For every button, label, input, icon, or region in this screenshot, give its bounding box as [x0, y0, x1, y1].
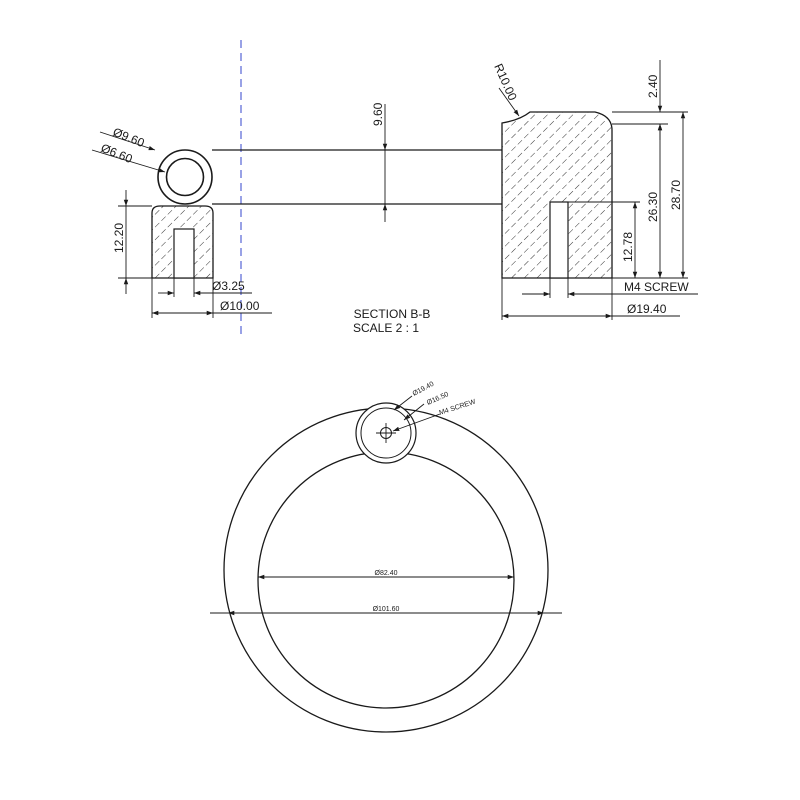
dim-screw: M4 SCREW	[624, 280, 689, 294]
dim-height-26: 26.30	[646, 192, 660, 222]
dim-right-block-width: Ø19.40	[627, 302, 667, 316]
tube-inner-circle	[165, 157, 205, 197]
section-scale: SCALE 2 : 1	[353, 321, 419, 335]
top-view: Ø19.40 Ø16.50 M4 SCREW Ø82.40 Ø101.60	[210, 381, 562, 733]
boss-inner-circle	[360, 407, 412, 459]
section-b-b-view: Ø9.60 Ø6.60 9.60 12.20 Ø3.25 Ø10.00 R10.…	[91, 40, 698, 336]
dim-radius: R10.00	[491, 62, 520, 103]
dim-top-offset: 2.40	[646, 74, 660, 98]
dim-ring-outer: Ø101.60	[373, 606, 400, 613]
dim-boss-outer: Ø19.40	[412, 381, 436, 398]
dim-left-block-width: Ø10.00	[220, 299, 260, 313]
tube-outer-circle	[157, 149, 213, 205]
dim-left-hole: Ø3.25	[212, 279, 245, 293]
dim-top-screw: M4 SCREW	[438, 398, 476, 416]
section-title: SECTION B-B	[354, 307, 431, 321]
dim-left-block-height: 12.20	[112, 223, 126, 253]
dim-tube-height: 9.60	[371, 102, 385, 126]
dim-ring-inner: Ø82.40	[375, 570, 398, 577]
right-block	[501, 111, 613, 279]
dim-boss-inner: Ø16.50	[426, 391, 450, 407]
left-block	[151, 205, 214, 279]
dim-height-28: 28.70	[669, 180, 683, 210]
ring-inner-circle	[257, 451, 515, 709]
dim-hole-depth: 12.78	[621, 232, 635, 262]
